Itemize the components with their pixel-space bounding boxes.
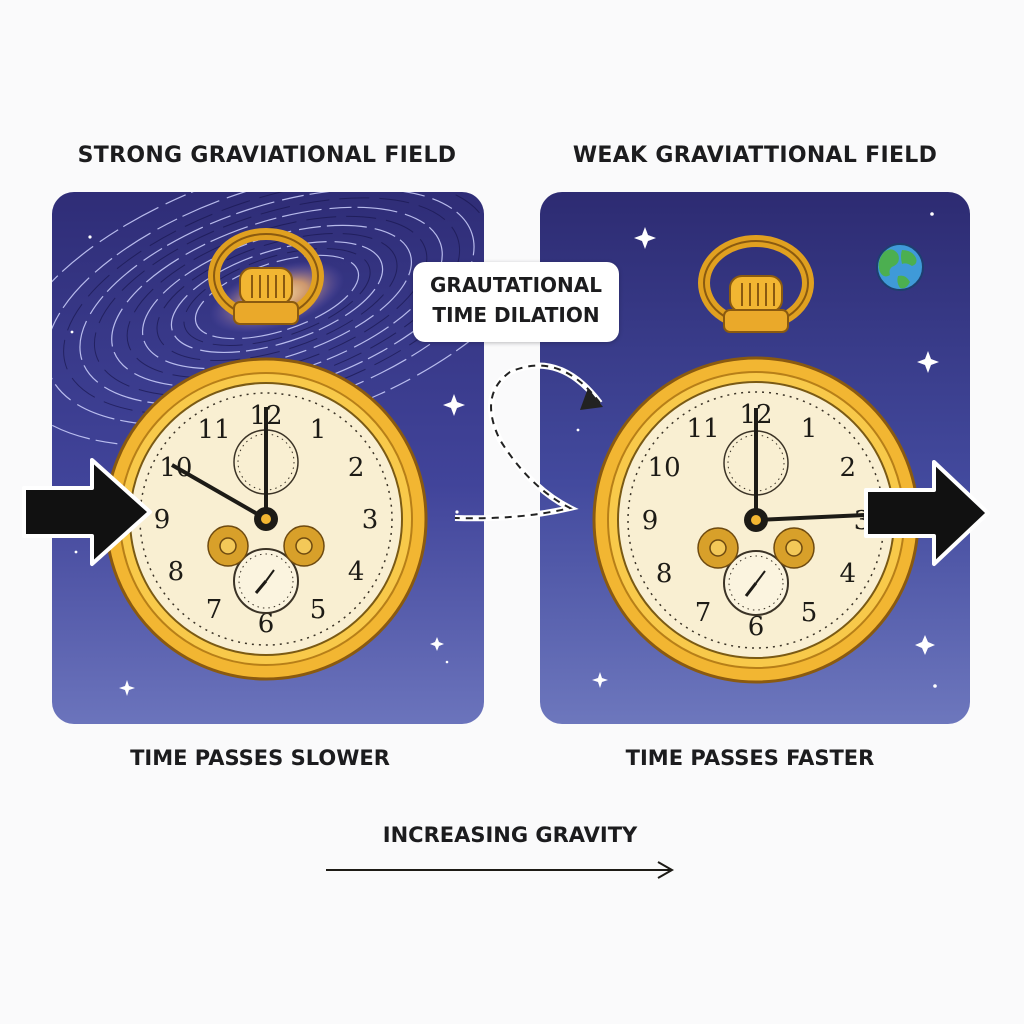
increasing-gravity-label: INCREASING GRAVITY — [382, 823, 638, 847]
earth-icon — [876, 243, 924, 291]
sparkle-star-icon — [70, 235, 465, 696]
arrow-right-icon — [22, 458, 152, 566]
slower-caption: TIME PASSES SLOWER — [130, 746, 390, 770]
arrow-right-icon — [864, 460, 990, 566]
callout-line-2: TIME DILATION — [432, 303, 600, 327]
strong-field-heading: STRONG GRAVIATIONAL FIELD — [77, 143, 457, 168]
time-dilation-callout: GRAUTATIONAL TIME DILATION — [413, 262, 619, 342]
callout-line-1: GRAUTATIONAL — [430, 273, 602, 297]
faster-caption: TIME PASSES FASTER — [625, 746, 875, 770]
weak-field-heading: WEAK GRAVIATTIONAL FIELD — [572, 143, 938, 168]
gravity-arrow-icon — [326, 861, 675, 879]
